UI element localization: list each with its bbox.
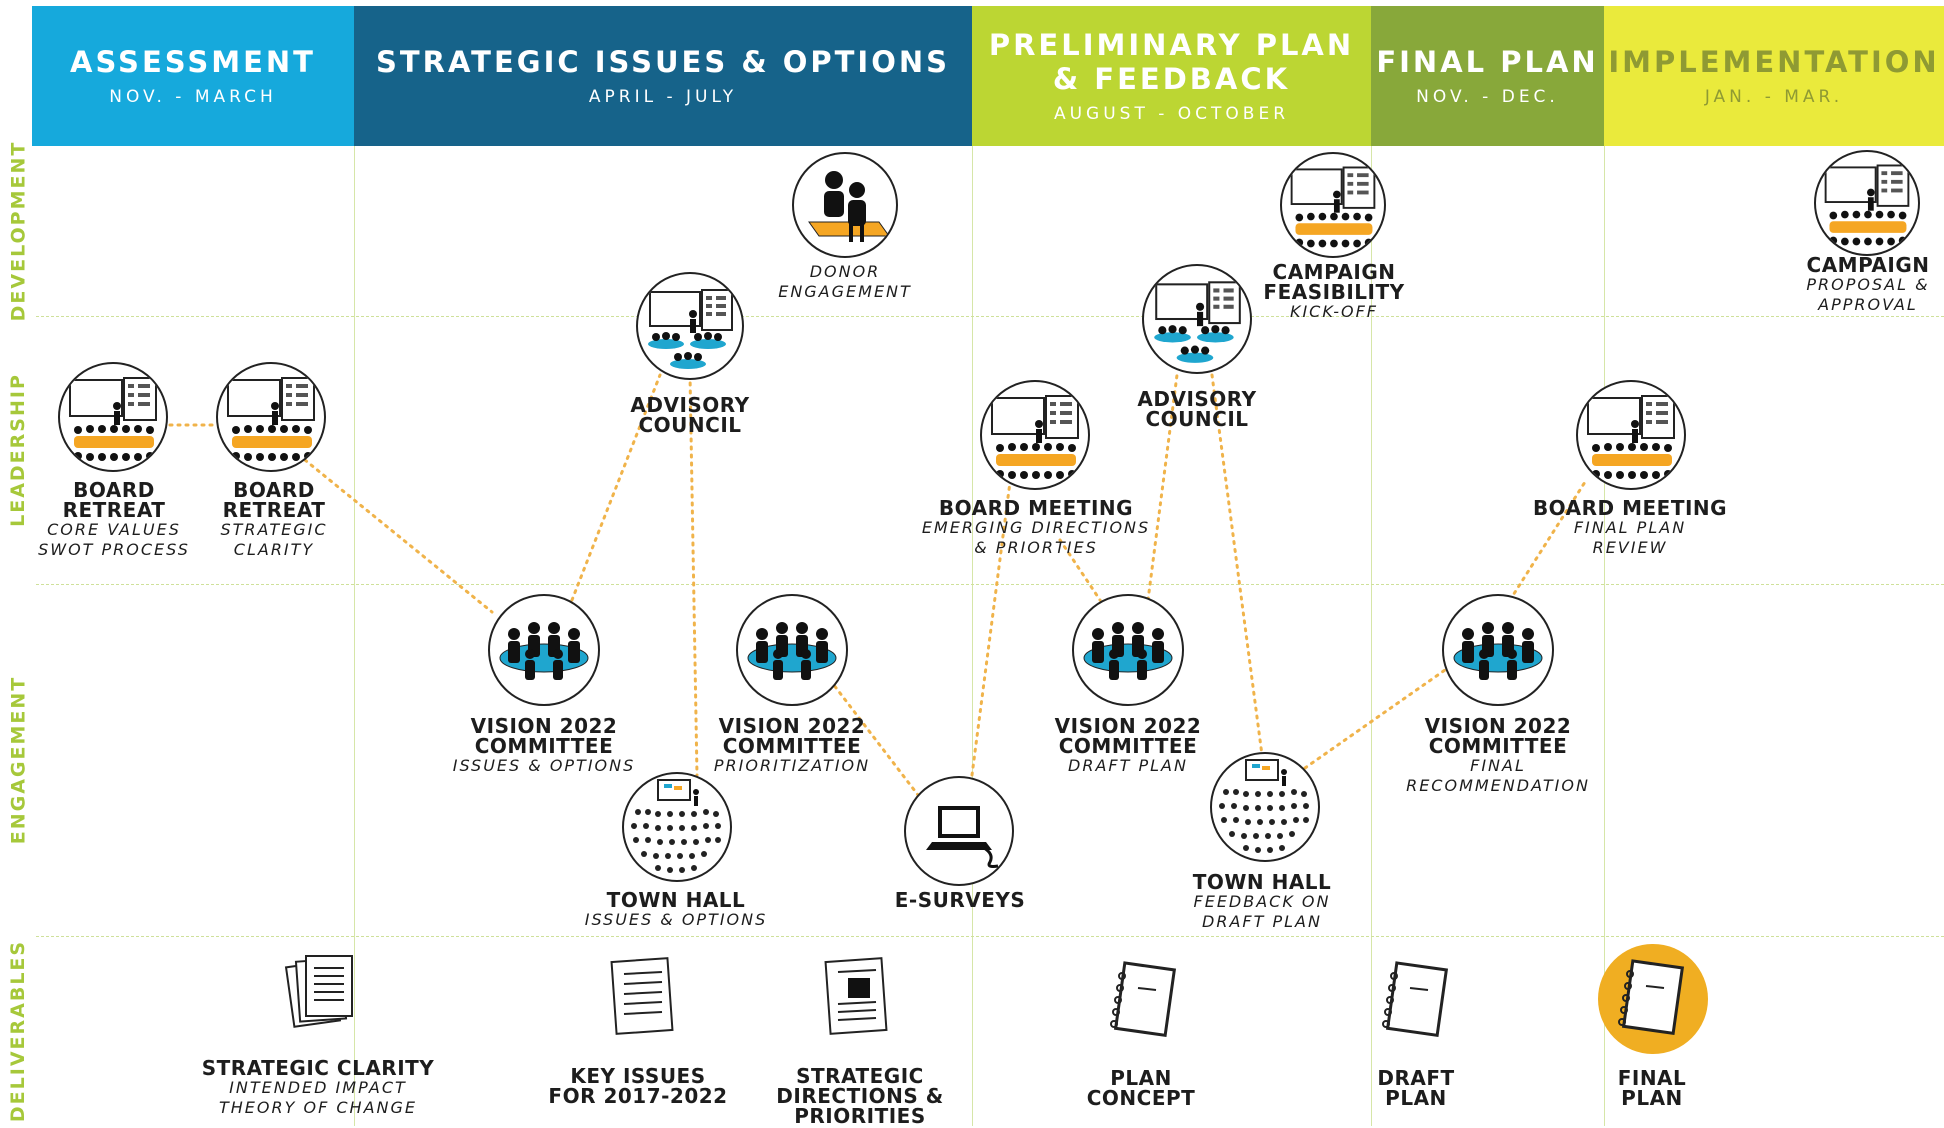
council-presentation-icon: [648, 289, 733, 369]
campaign-proposal-caption: CAMPAIGN PROPOSAL & APPROVAL: [1806, 253, 1930, 314]
committee-icon: [1083, 622, 1173, 680]
phase-preliminary-plan: PRELIMINARY PLAN & FEEDBACK AUGUST - OCT…: [972, 6, 1371, 146]
vision-committee-1-caption: VISION 2022 COMMITTEE ISSUES & OPTIONS: [452, 714, 636, 775]
phase-title: FINAL PLAN: [1376, 45, 1599, 79]
link-vision2-esurveys: [828, 678, 920, 797]
vision-committee-2-caption: VISION 2022 COMMITTEE PRIORITIZATION: [713, 714, 871, 775]
board-retreat-1-caption: BOARD RETREAT CORE VALUES SWOT PROCESS: [38, 478, 190, 559]
board-presentation-icon: [69, 377, 157, 461]
board-retreat-2-node: [216, 362, 326, 472]
vision-committee-4-caption: VISION 2022 COMMITTEE FINAL RECOMMENDATI…: [1406, 714, 1590, 795]
phase-final-plan: FINAL PLAN NOV. - DEC.: [1371, 6, 1604, 146]
phase-dates: APRIL - JULY: [588, 87, 738, 107]
final-plan-caption: FINAL PLAN: [1617, 1066, 1687, 1110]
board-meeting-1-caption: BOARD MEETING EMERGING DIRECTIONS & PRIO…: [921, 496, 1151, 557]
committee-icon: [499, 622, 589, 680]
board-presentation-icon: [1587, 395, 1675, 479]
phase-title: IMPLEMENTATION: [1608, 45, 1940, 79]
board-presentation-icon: [1824, 164, 1910, 246]
donor-engagement-caption: DONOR ENGAGEMENT: [778, 262, 912, 301]
advisory-council-1-node: [636, 272, 744, 380]
phase-dates: JAN. - MAR.: [1704, 87, 1844, 107]
e-surveys-node: [904, 776, 1014, 886]
vision-committee-4-node: [1442, 594, 1554, 706]
plan-concept-caption: PLAN CONCEPT: [1086, 1066, 1196, 1110]
report-icon: [824, 957, 888, 1035]
campaign-proposal-node: [1814, 150, 1920, 256]
council-presentation-icon: [1154, 281, 1241, 363]
key-issues-caption: KEY ISSUES FOR 2017-2022: [548, 1064, 728, 1108]
town-hall-icon: [1219, 759, 1309, 853]
town-hall-2-node: [1210, 752, 1320, 862]
town-hall-1-caption: TOWN HALL ISSUES & OPTIONS: [584, 888, 768, 929]
board-meeting-2-node: [1576, 380, 1686, 490]
phase-title-line1: PRELIMINARY PLAN: [988, 28, 1355, 62]
link-vision4-boardmeeting2: [1508, 480, 1587, 602]
laptop-icon: [926, 806, 999, 868]
phase-dates: NOV. - MARCH: [109, 87, 277, 107]
campaign-feasibility-node: [1280, 152, 1386, 258]
column-divider: [1371, 146, 1372, 1126]
strategic-clarity-caption: STRATEGIC CLARITY INTENDED IMPACT THEORY…: [201, 1056, 435, 1117]
row-divider: [36, 316, 1944, 317]
column-divider: [972, 146, 973, 1126]
town-hall-1-node: [622, 772, 732, 882]
column-divider: [1604, 146, 1605, 1126]
notebook-highlight-icon: [1618, 959, 1685, 1035]
phase-implementation: IMPLEMENTATION JAN. - MAR.: [1604, 6, 1944, 146]
phase-title: ASSESSMENT: [70, 45, 316, 79]
town-hall-icon: [631, 779, 721, 873]
board-retreat-1-node: [58, 362, 168, 472]
advisory-council-2-caption: ADVISORY COUNCIL: [1137, 387, 1257, 431]
row-divider: [36, 584, 1944, 585]
row-divider: [36, 936, 1944, 937]
document-stack-icon: [284, 955, 353, 1028]
column-divider: [354, 146, 355, 1126]
campaign-feasibility-caption: CAMPAIGN FEASIBILITY KICK-OFF: [1263, 260, 1405, 321]
link-esurveys-boardmeeting1: [970, 480, 1012, 777]
link-vision1-advisory1: [570, 373, 662, 602]
phase-strategic-issues: STRATEGIC ISSUES & OPTIONS APRIL - JULY: [354, 6, 972, 146]
donor-engagement-node: [792, 152, 898, 258]
board-retreat-2-caption: BOARD RETREAT STRATEGIC CLARITY: [220, 478, 328, 559]
board-meeting-2-caption: BOARD MEETING FINAL PLAN REVIEW: [1532, 496, 1728, 557]
committee-icon: [1453, 622, 1543, 680]
notebook-icon: [1382, 961, 1449, 1037]
board-presentation-icon: [1290, 166, 1376, 248]
strategic-directions-caption: STRATEGIC DIRECTIONS & PRIORITIES: [776, 1064, 944, 1128]
link-advisory2-townhall2: [1210, 373, 1264, 757]
board-presentation-icon: [227, 377, 315, 461]
committee-icon: [747, 622, 837, 680]
draft-plan-caption: DRAFT PLAN: [1377, 1066, 1455, 1110]
vision-committee-3-node: [1072, 594, 1184, 706]
vision-committee-3-caption: VISION 2022 COMMITTEE DRAFT PLAN: [1054, 714, 1202, 775]
link-vision3-advisory2: [1146, 373, 1179, 602]
phase-title: STRATEGIC ISSUES & OPTIONS: [375, 45, 951, 79]
advisory-council-1-caption: ADVISORY COUNCIL: [630, 393, 750, 437]
board-meeting-1-node: [980, 380, 1090, 490]
phase-assessment: ASSESSMENT NOV. - MARCH: [32, 6, 354, 146]
board-presentation-icon: [991, 395, 1079, 479]
town-hall-2-caption: TOWN HALL FEEDBACK ON DRAFT PLAN: [1192, 870, 1332, 931]
link-advisory1-townhall1: [688, 373, 699, 777]
phase-dates: NOV. - DEC.: [1416, 87, 1559, 107]
meeting-icon: [808, 171, 890, 242]
notebook-icon: [1110, 961, 1177, 1037]
e-surveys-caption: E-SURVEYS: [894, 888, 1026, 912]
advisory-council-2-node: [1142, 264, 1252, 374]
vision-committee-1-node: [488, 594, 600, 706]
phase-title-line2: & FEEDBACK: [1052, 62, 1291, 96]
document-icon: [610, 957, 674, 1035]
phase-dates: AUGUST - OCTOBER: [1053, 104, 1290, 124]
link-retreat2-vision1: [303, 458, 494, 614]
vision-committee-2-node: [736, 594, 848, 706]
